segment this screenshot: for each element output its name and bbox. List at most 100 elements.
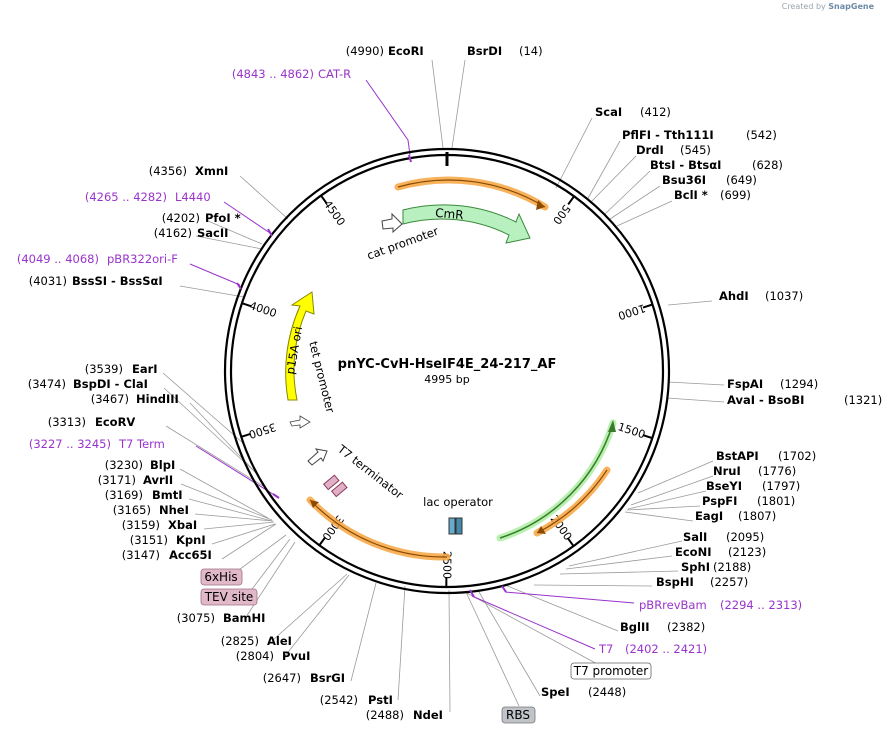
enzyme-name: NheI (159, 503, 189, 517)
snapgene-logo: SnapGene (828, 2, 874, 11)
primer-name: CAT-R (318, 67, 351, 81)
enzyme-name: Acc65I (169, 548, 212, 562)
cat-promoter-label: cat promoter (365, 224, 440, 263)
enzyme-pos: (2825) (221, 634, 259, 648)
scale-tick-mark (241, 302, 252, 308)
primer-range: (4265 .. 4282) (85, 190, 167, 204)
enzyme-name: AhdI (719, 289, 749, 303)
rbs-label: RBS (506, 708, 530, 722)
scale-tick-mark (642, 434, 653, 440)
enzyme-pos: (2188) (713, 560, 751, 574)
enzyme-pos: (1776) (758, 464, 796, 478)
enzyme-name: BsrDI (467, 44, 502, 58)
enzyme-name: Bsu36I (662, 173, 706, 187)
enzyme-name: XbaI (168, 518, 197, 532)
enzyme-name: BlpI (150, 458, 175, 472)
scale-tick-mark (566, 537, 575, 547)
tet-promoter-arrow (289, 415, 311, 429)
enzyme-pos: (3313) (48, 415, 86, 429)
enzyme-pos: (1807) (738, 509, 776, 523)
enzyme-pos: (2804) (236, 649, 274, 663)
scale-tick-mark (240, 432, 252, 438)
lac-operator-label: lac operator (423, 495, 493, 509)
enzyme-pos: (3165) (113, 503, 151, 517)
scale-tick-mark (318, 536, 327, 546)
primer-range: (4843 .. 4862) (232, 67, 314, 81)
tet-promoter-label: tet promoter (306, 340, 337, 415)
enzyme-pos: (4031) (29, 274, 67, 288)
enzyme-pos: (4990) (346, 44, 384, 58)
enzyme-name: BglII (620, 620, 650, 634)
enzyme-pos: (3467) (91, 392, 129, 406)
enzyme-pos: (2647) (263, 671, 301, 685)
enzyme-name: BtsI - BtsαI (650, 158, 721, 172)
enzyme-name: KpnI (176, 533, 206, 547)
enzyme-name: FspAI (727, 377, 763, 391)
enzyme-pos: (1321) (844, 393, 882, 407)
enzyme-pos: (3159) (122, 518, 160, 532)
his-tag-label: 6xHis (204, 570, 237, 584)
enzyme-name: BseYI (706, 479, 742, 493)
t7-terminator-label: T7 terminator (334, 441, 406, 502)
scale-tick-label: 3500 (247, 420, 278, 441)
enzyme-pos: (3075) (177, 611, 215, 625)
backbone-outer (223, 147, 671, 595)
enzyme-name: EcoNI (675, 545, 711, 559)
enzyme-name: PflFI - Tth111I (622, 128, 714, 142)
snapgene-credit: Created by SnapGene (782, 2, 874, 11)
enzyme-name: BspDI - ClaI (73, 377, 148, 391)
t7-terminator-arrow (307, 448, 328, 466)
enzyme-name: HindIII (136, 392, 179, 406)
primer-range: (3227 .. 3245) (29, 437, 111, 451)
primer-leaders (189, 79, 635, 650)
primer-name: T7 Term (118, 437, 165, 451)
primer-name: L4440 (175, 190, 211, 204)
enzyme-pos: (2257) (710, 575, 748, 589)
enzyme-pos: (2488) (366, 708, 404, 722)
enzyme-pos: (3169) (105, 488, 143, 502)
enzyme-pos: (2382) (667, 620, 705, 634)
cmr-label: CmR (435, 206, 465, 222)
enzyme-name: EcoRI (388, 44, 424, 58)
enzyme-pos: (2095) (726, 530, 764, 544)
enzyme-pos: (699) (720, 188, 751, 202)
enzyme-pos: (545) (680, 143, 711, 157)
scale-tick-label: 1500 (616, 420, 647, 441)
plasmid-name: pnYC-CvH-HseIF4E_24-217_AF (338, 357, 557, 372)
scale-tick-mark (567, 195, 575, 206)
enzyme-pos: (3147) (122, 548, 160, 562)
enzyme-pos: (649) (726, 173, 757, 187)
cat-promoter-arrow (381, 212, 403, 234)
t7-promoter-label: T7 promoter (573, 664, 649, 678)
enzyme-name: EcoRV (95, 415, 135, 429)
enzyme-pos: (3230) (105, 458, 143, 472)
enzyme-name: NdeI (413, 708, 443, 722)
enzyme-name: PvuI (282, 649, 310, 663)
primer-range: (2402 .. 2421) (625, 642, 707, 656)
credit-prefix: Created by (781, 2, 826, 11)
enzyme-name: BstAPI (716, 449, 759, 463)
scale-tick-label: 4500 (321, 198, 348, 228)
enzyme-pos: (4202) (162, 211, 200, 225)
enzyme-pos: (1801) (757, 494, 795, 508)
enzyme-pos: (1797) (762, 479, 800, 493)
enzyme-pos: (4162) (154, 226, 192, 240)
enzyme-pos: (2542) (320, 693, 358, 707)
enzyme-name: SpeI (541, 685, 570, 699)
primer-name: pBRrevBam (639, 598, 707, 612)
enzyme-name: XmnI (195, 164, 228, 178)
enzyme-name: AvrII (143, 473, 173, 487)
enzyme-name: EarI (132, 362, 158, 376)
enzyme-pos: (412) (640, 105, 671, 119)
primer-name: T7 (598, 642, 613, 656)
boxed-features: 6xHis TEV site T7 promoter RBS (200, 568, 652, 724)
enzyme-name: BsrGI (310, 671, 345, 685)
enzyme-name: BmtI (152, 488, 183, 502)
enzyme-pos: (1294) (780, 377, 818, 391)
p15a-ori-feature (285, 291, 315, 401)
enzyme-name: PstI (368, 693, 393, 707)
scale-tick-label: 500 (550, 202, 573, 227)
enzyme-pos: (2123) (728, 545, 766, 559)
p15a-ori-label: p15A ori (283, 325, 305, 375)
